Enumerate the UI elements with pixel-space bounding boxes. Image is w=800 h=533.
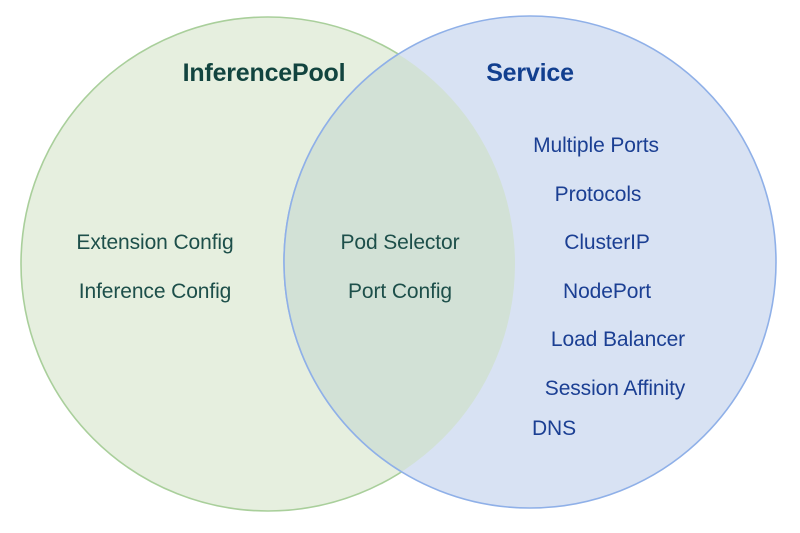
venn-item-service-3: NodePort (563, 280, 651, 303)
set-title-service: Service (486, 59, 574, 87)
venn-item-shared-0: Pod Selector (340, 231, 460, 254)
venn-item-service-4: Load Balancer (550, 328, 686, 351)
venn-item-service-6: DNS (531, 417, 577, 440)
venn-item-service-1: Protocols (554, 183, 642, 206)
venn-item-inference-pool-1: Inference Config (78, 280, 232, 303)
intersection-shape (283, 17, 515, 509)
venn-item-service-5: Session Affinity (544, 377, 686, 400)
venn-item-inference-pool-0: Extension Config (76, 231, 234, 254)
circle-intersection-region (283, 17, 515, 509)
set-title-inference-pool: InferencePool (182, 59, 346, 87)
venn-item-shared-1: Port Config (348, 280, 452, 303)
venn-item-service-0: Multiple Ports (533, 134, 659, 157)
venn-item-service-2: ClusterIP (564, 231, 650, 254)
